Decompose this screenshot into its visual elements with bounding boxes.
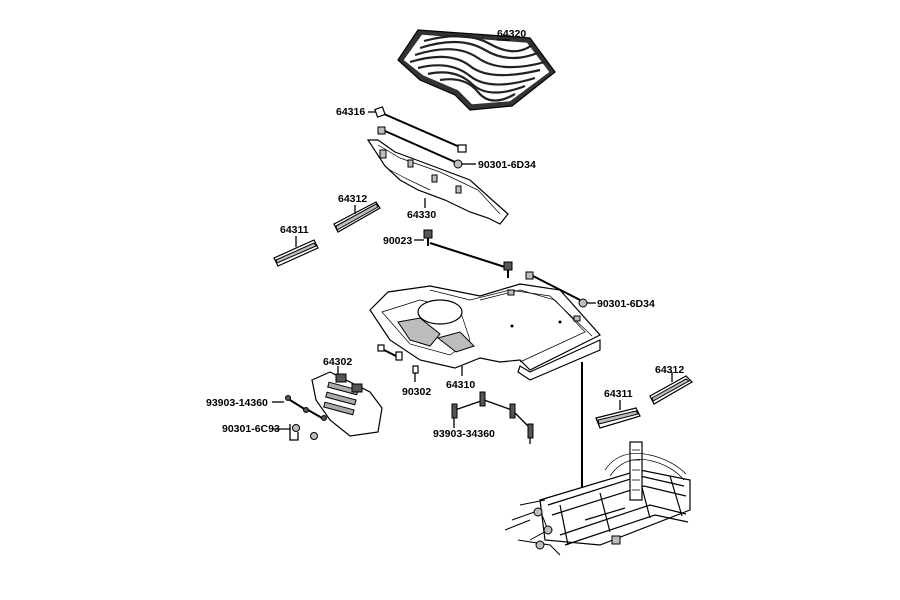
label-molding-right-a: 64312 xyxy=(655,364,684,376)
molding-right-lower xyxy=(595,407,641,429)
label-front-panel: 64302 xyxy=(323,356,352,368)
strap xyxy=(374,106,467,153)
label-molding-right-b: 64311 xyxy=(604,388,633,400)
label-strap: 64316 xyxy=(336,106,365,118)
label-molding-left-a: 64312 xyxy=(338,193,367,205)
floor-body xyxy=(369,283,601,381)
screw-set xyxy=(451,391,534,444)
label-floor-mat: 64320 xyxy=(497,28,526,40)
screw xyxy=(285,395,327,421)
heat-shield xyxy=(366,139,509,225)
label-clip-front: 90301-6C93 xyxy=(222,423,280,435)
bracket xyxy=(377,344,419,374)
label-clip-lower: 90301-6D34 xyxy=(597,298,655,310)
chassis-frame xyxy=(504,441,691,556)
clip-front xyxy=(289,424,318,441)
front-panel xyxy=(311,371,383,437)
label-bolt: 90023 xyxy=(383,235,412,247)
label-bracket: 90302 xyxy=(402,386,431,398)
molding-left-upper xyxy=(333,201,381,233)
label-screw-set: 93903-34360 xyxy=(433,428,495,440)
clip-lower xyxy=(525,271,588,308)
bolt xyxy=(423,229,513,278)
label-heat-shield: 64330 xyxy=(407,209,436,221)
label-molding-left-b: 64311 xyxy=(280,224,309,236)
clip-upper xyxy=(377,126,463,169)
label-floor-body: 64310 xyxy=(446,379,475,391)
floor-mat xyxy=(397,29,556,111)
molding-right-upper xyxy=(649,375,693,405)
label-clip-upper: 90301-6D34 xyxy=(478,159,536,171)
molding-left-lower xyxy=(273,239,319,267)
label-screw: 93903-14360 xyxy=(206,397,268,409)
